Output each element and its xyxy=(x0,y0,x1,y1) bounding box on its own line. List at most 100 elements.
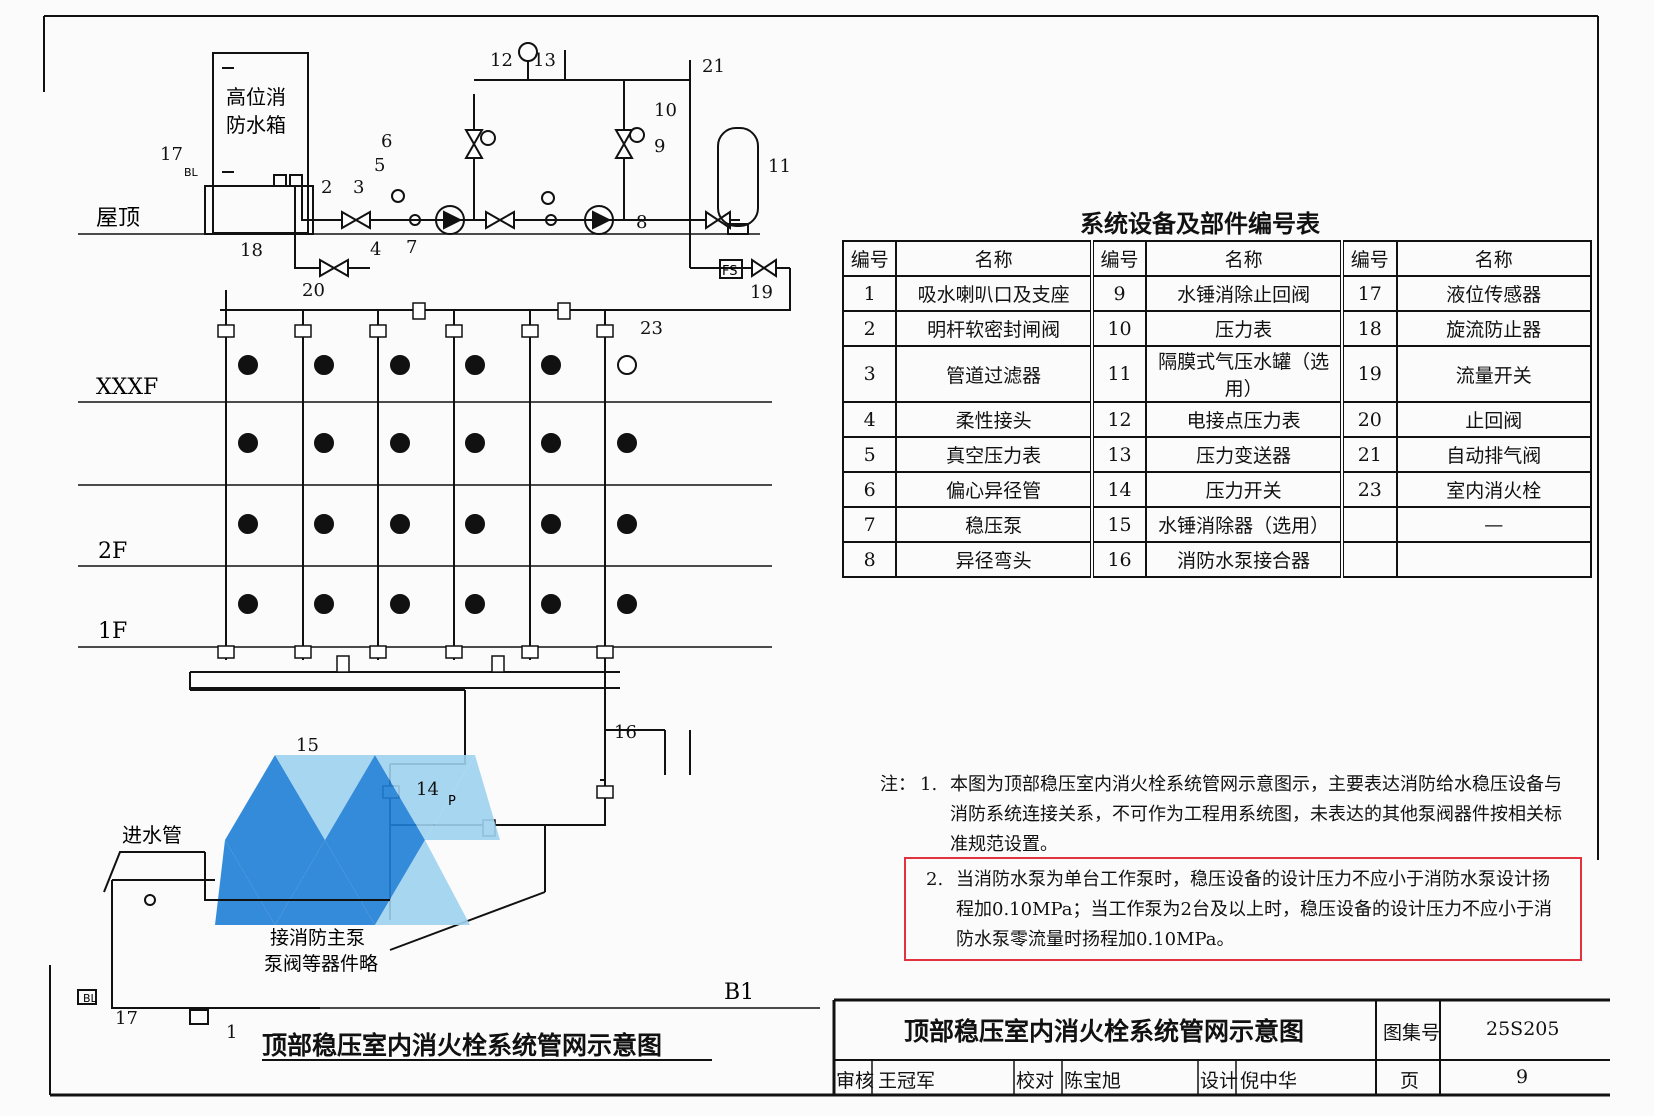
review-label: 审核 xyxy=(836,1070,875,1092)
table-header-row: 编号 名称 编号 名称 编号 名称 xyxy=(841,240,1593,277)
title-block-lines xyxy=(262,998,1610,1095)
table-cell-number: 6 xyxy=(841,471,898,508)
atlas-number: 25S205 xyxy=(1486,1018,1560,1040)
label-b1: B1 xyxy=(724,980,754,1005)
svg-text:19: 19 xyxy=(750,282,773,303)
table-cell-name: 柔性接头 xyxy=(895,401,1093,438)
table-cell-number: 12 xyxy=(1089,401,1148,438)
svg-text:12: 12 xyxy=(490,50,513,71)
header-no: 编号 xyxy=(1340,240,1398,277)
table-cell-name: 稳压泵 xyxy=(895,506,1093,543)
svg-text:11: 11 xyxy=(768,156,791,177)
checker-name: 陈宝旭 xyxy=(1064,1070,1122,1092)
table-cell-number: 14 xyxy=(1089,471,1148,508)
table-cell-number xyxy=(1340,506,1398,543)
header-no: 编号 xyxy=(841,240,898,277)
table-cell-number: 10 xyxy=(1089,310,1148,347)
floor-lines xyxy=(78,233,820,1009)
header-name: 名称 xyxy=(895,240,1093,277)
svg-text:17: 17 xyxy=(115,1008,138,1029)
table-cell-number: 1 xyxy=(841,275,898,312)
table-cell-number: 15 xyxy=(1089,506,1148,543)
title-block-title: 顶部稳压室内消火栓系统管网示意图 xyxy=(903,1017,1304,1046)
level-sensor-tag-top: BL xyxy=(184,166,199,179)
table-cell-name: 吸水喇叭口及支座 xyxy=(895,275,1093,312)
notes: 注： 1. 本图为顶部稳压室内消火栓系统管网示意图示，主要表达消防给水稳压设备与… xyxy=(880,770,1570,860)
note-2: 2. 当消防水泵为单台工作泵时，稳压设备的设计压力不应小于消防水泵设计扬程加0.… xyxy=(926,865,1566,955)
note-2-number: 2. xyxy=(926,869,944,890)
table-cell-name: 自动排气阀 xyxy=(1395,436,1593,473)
svg-text:23: 23 xyxy=(640,318,663,339)
table-cell-number: 11 xyxy=(1089,345,1148,403)
page-number: 9 xyxy=(1516,1066,1529,1088)
table-cell-number: 7 xyxy=(841,506,898,543)
svg-text:16: 16 xyxy=(614,722,637,743)
level-sensor-tag-bottom: BL xyxy=(83,992,98,1005)
table-cell-number: 8 xyxy=(841,541,898,578)
page-label: 页 xyxy=(1400,1070,1420,1092)
main-pump-note-1: 接消防主泵 xyxy=(270,927,365,949)
svg-text:21: 21 xyxy=(702,56,725,77)
roof-pump-station xyxy=(220,42,791,311)
svg-text:6: 6 xyxy=(381,131,392,152)
high-level-fire-tank xyxy=(204,52,314,235)
inlet-pipe-label: 进水管 xyxy=(122,823,182,847)
table-cell-name: 明杆软密封闸阀 xyxy=(895,310,1093,347)
table-cell-name: 流量开关 xyxy=(1395,345,1593,403)
note-2-highlight-box: 2. 当消防水泵为单台工作泵时，稳压设备的设计压力不应小于消防水泵设计扬程加0.… xyxy=(904,857,1582,961)
pressure-switch-tag: P xyxy=(448,794,456,809)
flow-switch-tag: FS xyxy=(722,264,738,279)
watermark-logo xyxy=(215,755,500,925)
table-cell-number: 4 xyxy=(841,401,898,438)
table-cell-name: 压力表 xyxy=(1145,310,1344,347)
label-1f: 1F xyxy=(98,619,127,644)
svg-text:20: 20 xyxy=(302,280,325,301)
table-cell-number: 18 xyxy=(1340,310,1398,347)
table-cell-name: 液位传感器 xyxy=(1395,275,1593,312)
table-cell-number: 2 xyxy=(841,310,898,347)
hydrants xyxy=(238,355,637,614)
table-cell-name: — xyxy=(1395,506,1593,543)
basement-tank xyxy=(77,851,390,1025)
note-2-text: 当消防水泵为单台工作泵时，稳压设备的设计压力不应小于消防水泵设计扬程加0.10M… xyxy=(956,869,1552,950)
svg-text:7: 7 xyxy=(406,237,417,258)
table-cell-name xyxy=(1395,541,1593,578)
svg-text:8: 8 xyxy=(636,212,647,233)
svg-text:18: 18 xyxy=(240,240,263,261)
tank-label-2: 防水箱 xyxy=(226,113,286,137)
table-cell-name: 异径弯头 xyxy=(895,541,1093,578)
svg-text:14: 14 xyxy=(416,779,439,800)
table-cell-number: 9 xyxy=(1089,275,1148,312)
table-cell-number: 13 xyxy=(1089,436,1148,473)
note-1-text: 本图为顶部稳压室内消火栓系统管网示意图示，主要表达消防给水稳压设备与消防系统连接… xyxy=(950,774,1562,855)
table-cell-name: 压力变送器 xyxy=(1145,436,1344,473)
table-cell-name: 管道过滤器 xyxy=(895,345,1093,403)
note-1: 注： 1. 本图为顶部稳压室内消火栓系统管网示意图示，主要表达消防给水稳压设备与… xyxy=(880,770,1570,860)
header-name: 名称 xyxy=(1395,240,1593,277)
table-cell-name: 消防水泵接合器 xyxy=(1145,541,1344,578)
risers xyxy=(189,310,691,951)
table-cell-name: 室内消火栓 xyxy=(1395,471,1593,508)
svg-text:1: 1 xyxy=(226,1022,237,1043)
table-cell-number: 23 xyxy=(1340,471,1398,508)
header-name: 名称 xyxy=(1145,240,1344,277)
svg-text:13: 13 xyxy=(533,50,556,71)
drawing-border xyxy=(43,15,1610,1097)
header-no: 编号 xyxy=(1089,240,1148,277)
designer-name: 倪中华 xyxy=(1240,1070,1298,1092)
table-cell-name: 止回阀 xyxy=(1395,401,1593,438)
table-cell-name: 旋流防止器 xyxy=(1395,310,1593,347)
svg-text:3: 3 xyxy=(353,177,364,198)
drawing-title: 顶部稳压室内消火栓系统管网示意图 xyxy=(262,1031,663,1060)
main-pump-note-2: 泵阀等器件略 xyxy=(264,953,378,975)
table-title: 系统设备及部件编号表 xyxy=(1080,210,1320,238)
table-cell-name: 隔膜式气压水罐（选用） xyxy=(1145,345,1344,403)
table-cell-number: 17 xyxy=(1340,275,1398,312)
